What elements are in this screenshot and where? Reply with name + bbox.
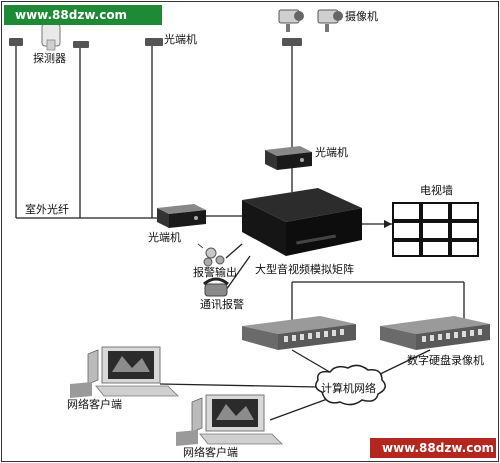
- fiber-transceiver-small-icon: [145, 38, 163, 46]
- watermark-top: www.88dzw.com: [4, 5, 162, 25]
- telephone-icon: [203, 277, 229, 297]
- fiber-transceiver-mid-icon: [265, 146, 312, 170]
- label-tv-wall: 电视墙: [420, 183, 453, 197]
- tv-wall-grid: [392, 202, 479, 257]
- arrow-head: [384, 220, 392, 228]
- label-phone-alarm: 通讯报警: [200, 297, 244, 311]
- label-fiber-transceiver-left: 光端机: [148, 230, 181, 244]
- watermark-bottom-text: www.88dzw.com: [382, 441, 494, 455]
- label-fiber-transceiver-mid: 光端机: [315, 145, 348, 159]
- label-alarm-output: 报警输出: [193, 265, 237, 279]
- label-client-1: 网络客户端: [67, 397, 122, 411]
- network-cloud-icon: [315, 364, 386, 406]
- client-computer-icon-1: [70, 346, 179, 398]
- label-dvr: 数字硬盘录像机: [407, 353, 484, 367]
- dvr-left-icon: [242, 316, 356, 350]
- label-detector: 探测器: [33, 52, 66, 65]
- watermark-bottom: www.88dzw.com: [370, 438, 496, 458]
- label-fiber-transceiver-top: 光端机: [164, 32, 197, 46]
- dvr-right-icon: [380, 316, 490, 350]
- fiber-transceiver-left-icon: [157, 204, 206, 228]
- alarm-output-icon: [197, 243, 225, 267]
- watermark-top-text: www.88dzw.com: [15, 8, 127, 22]
- camera-transceiver-icon: [282, 38, 302, 46]
- client-computer-icon-2: [176, 394, 283, 446]
- label-camera: 摄像机: [345, 9, 378, 23]
- detector-icon: [41, 23, 61, 51]
- matrix-device-icon: [242, 188, 362, 256]
- label-network: 计算机网络: [321, 381, 376, 395]
- label-outdoor-fiber: 室外光纤: [25, 202, 69, 216]
- label-client-2: 网络客户端: [183, 445, 238, 459]
- left-top-sensor: [9, 38, 23, 46]
- label-matrix: 大型音视频模拟矩阵: [255, 262, 354, 276]
- camera-icon-1: [278, 9, 304, 32]
- camera-icon-2: [317, 9, 343, 32]
- connection-lines: [15, 44, 465, 421]
- small-device-icon: [73, 41, 89, 48]
